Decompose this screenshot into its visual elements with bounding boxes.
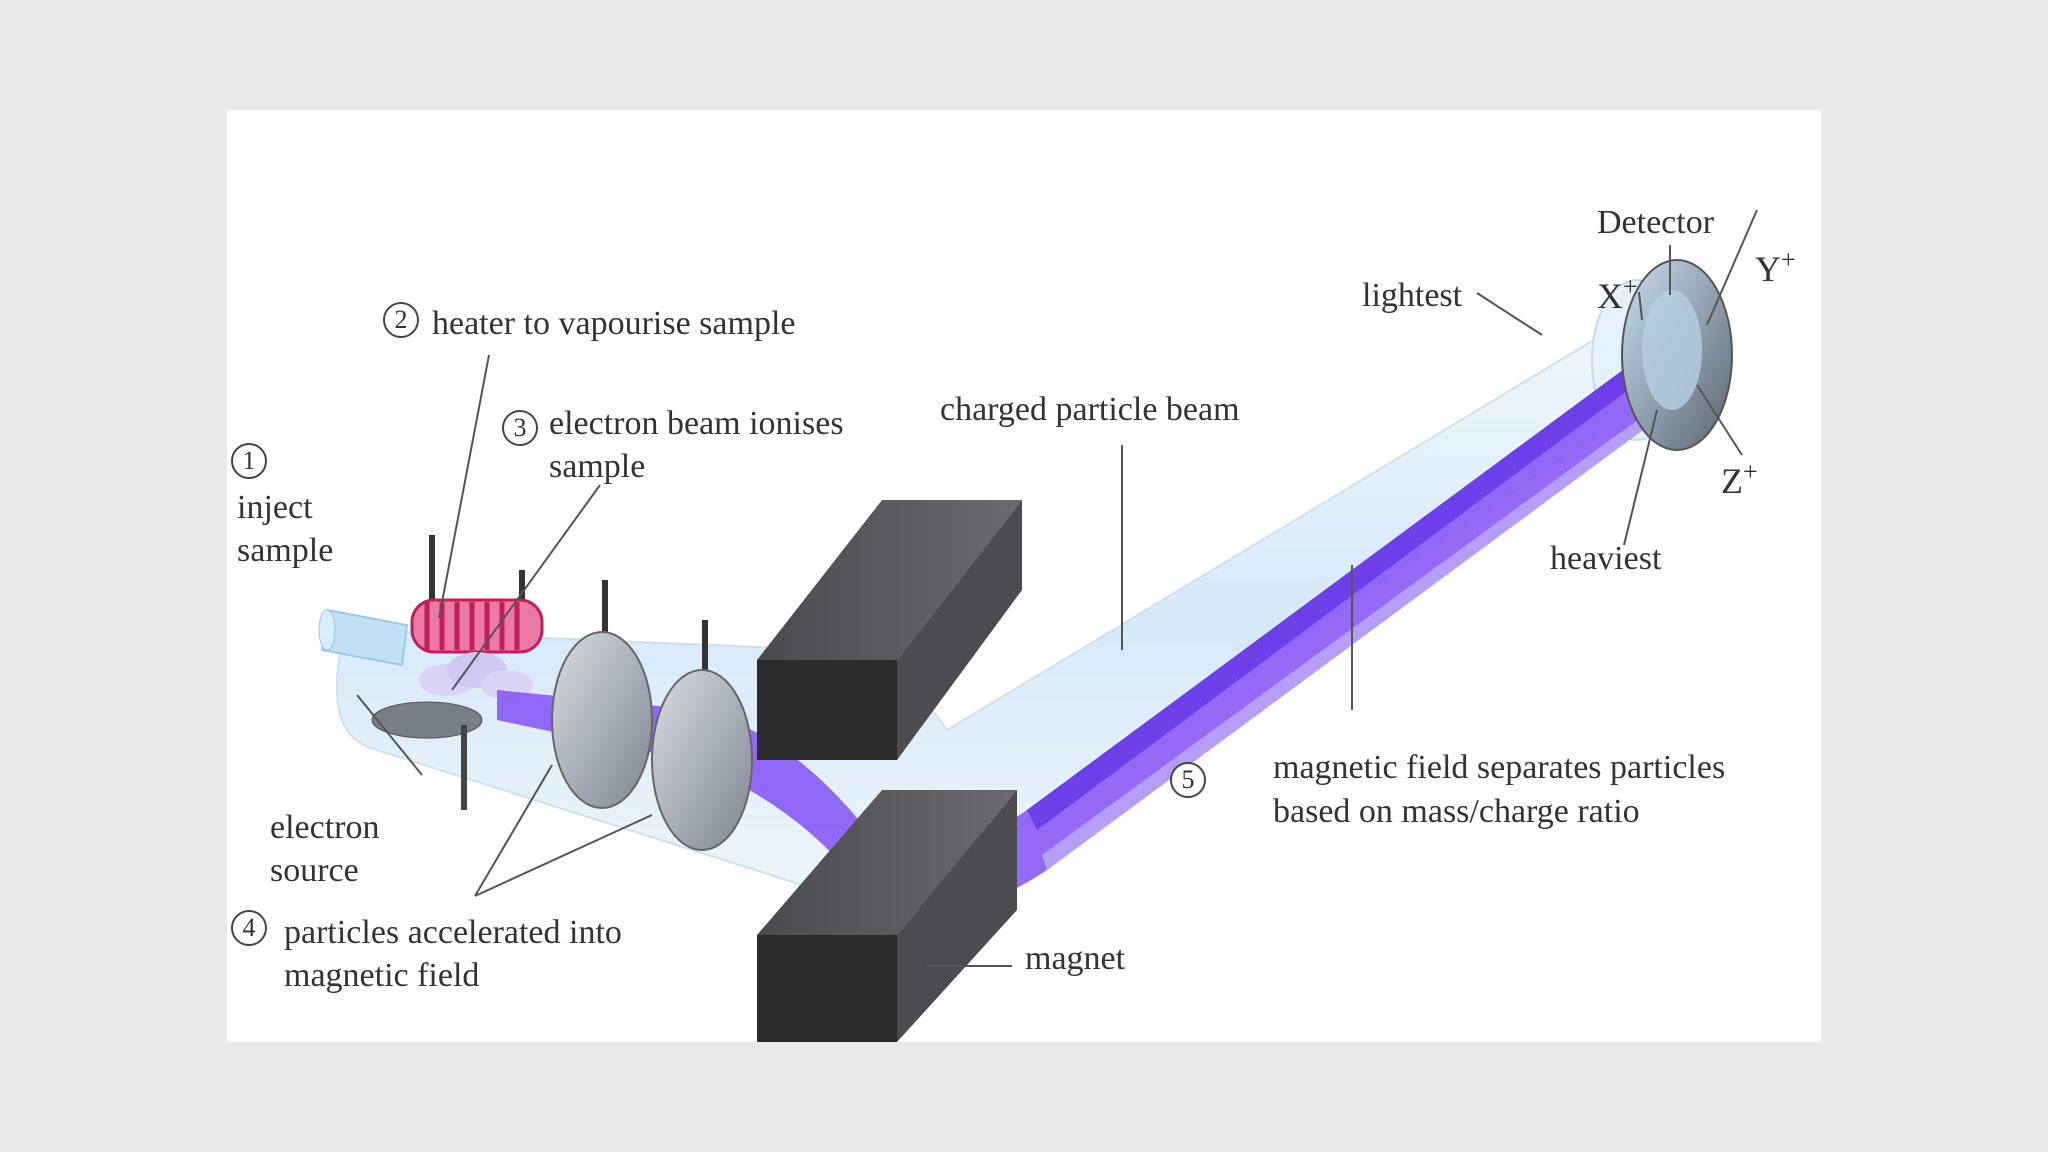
step-2-number: 2 [383,302,419,338]
inject-sample-label-line2: sample [237,532,334,569]
heaviest-beam-edge [1042,378,1697,870]
accelerator-plates [551,580,753,851]
diagram-panel: 1 inject sample 2 heater to vapourise sa… [227,110,1821,1042]
detector [1621,259,1733,451]
step-3-number: 3 [502,410,538,446]
leader-lines [356,209,1758,967]
ion-x-label: X+ [1597,272,1638,317]
electron-source-label-line2: source [270,852,359,889]
separation-label-line1: magnetic field separates particles [1273,749,1726,786]
magnet-label: magnet [1025,940,1126,977]
step-5-number: 5 [1170,762,1206,798]
ion-y-label: Y+ [1755,245,1796,290]
charged-particle-beam [497,330,1697,910]
inject-sample-label-line1: inject [237,489,313,526]
electron-beam-label-line2: sample [549,448,646,485]
separation-label-line2: based on mass/charge ratio [1273,793,1640,830]
accelerate-label-line1: particles accelerated into [284,914,622,951]
lightest-label: lightest [1362,277,1463,314]
detector-label: Detector [1597,204,1715,241]
charged-particle-beam-label: charged particle beam [940,391,1240,428]
step-4-number: 4 [231,910,267,946]
sample-inlet [318,608,409,667]
lightest-beam-edge [1027,330,1682,830]
step-1-number: 1 [231,443,267,479]
accelerate-label-line2: magnetic field [284,957,480,994]
electron-source [371,701,483,810]
magnet [757,500,1022,1042]
ion-z-label: Z+ [1721,457,1758,502]
heater-coil [410,535,544,654]
electron-beam-label-line1: electron beam ionises [549,405,844,442]
heaviest-label: heaviest [1550,540,1662,577]
mass-spectrometer-diagram [318,209,1758,1042]
heater-label: heater to vapourise sample [432,305,796,342]
electron-source-label-line1: electron [270,809,380,846]
